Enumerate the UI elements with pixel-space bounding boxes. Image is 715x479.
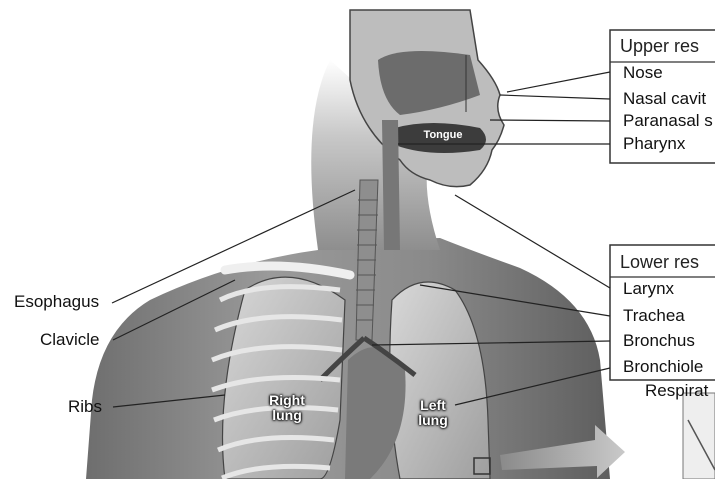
label-nasal-cavity: Nasal cavit [623,89,706,109]
label-bronchus: Bronchus [623,331,695,351]
label-esophagus: Esophagus [14,292,99,312]
label-trachea: Trachea [623,306,685,326]
label-right-lung: Right lung [262,393,312,423]
label-bronchiole: Bronchiole [623,357,703,377]
upper-box-title: Upper res [620,35,699,57]
label-pharynx: Pharynx [623,134,685,154]
pharynx-shape [382,120,400,250]
label-larynx: Larynx [623,279,674,299]
alveoli-inset [683,393,715,479]
label-paranasal-sinuses: Paranasal s [623,111,713,131]
lower-box-title: Lower res [620,251,699,273]
label-right-lung-line1: Right [262,393,312,408]
label-clavicle: Clavicle [40,330,100,350]
label-ribs: Ribs [68,397,102,417]
label-nose: Nose [623,63,663,83]
label-left-lung-line2: lung [408,413,458,428]
label-tongue: Tongue [418,129,468,141]
label-left-lung: Left lung [408,398,458,428]
label-respiratory: Respirat [645,381,708,401]
label-left-lung-line1: Left [408,398,458,413]
label-right-lung-line2: lung [262,408,312,423]
